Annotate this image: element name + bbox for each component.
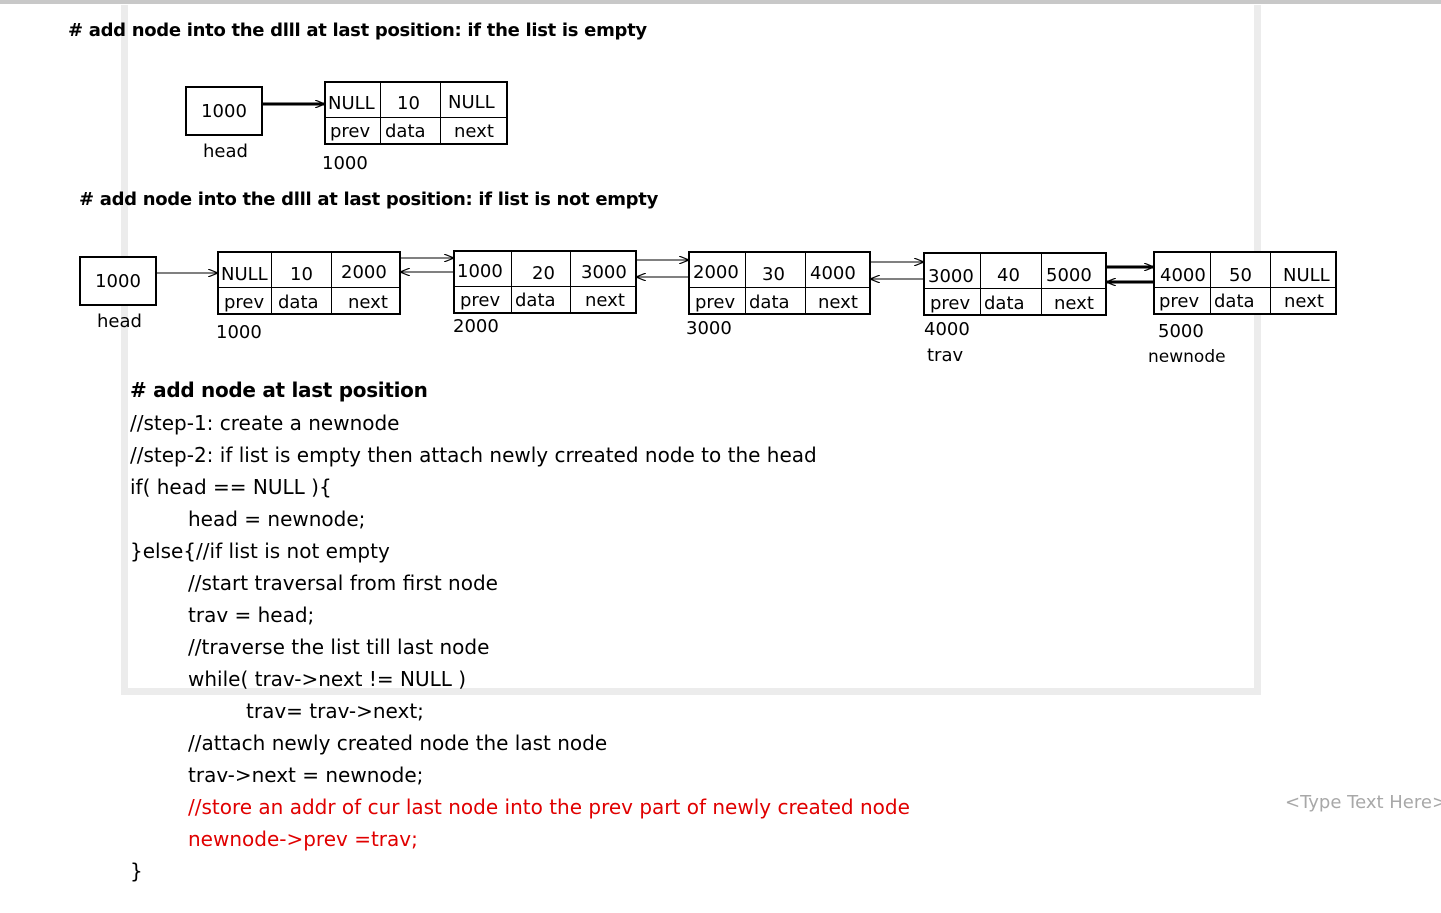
node-prev-value: 1000 [457, 261, 503, 282]
node-data-value: 10 [290, 264, 313, 285]
code-line: } [130, 859, 143, 883]
code-heading: # add node at last position [130, 378, 428, 402]
node-address: 1000 [322, 153, 368, 174]
node-data-value: 40 [997, 265, 1020, 286]
code-line: trav->next = newnode; [188, 763, 424, 787]
newnode-pointer-label: newnode [1148, 347, 1226, 367]
top-border [0, 0, 1441, 4]
head-pointer-box: 1000 [79, 256, 157, 306]
divider [455, 286, 635, 287]
node-data-label: data [278, 292, 319, 313]
node-prev-label: prev [1159, 291, 1200, 312]
head-value: 1000 [201, 100, 247, 122]
divider [219, 287, 399, 288]
list-node-5-newnode: 4000 50 NULL prev data next [1153, 251, 1337, 315]
code-line: //step-1: create a newnode [130, 411, 400, 435]
divider [1270, 253, 1271, 313]
code-line: //attach newly created node the last nod… [188, 731, 608, 755]
node-prev-label: prev [695, 292, 736, 313]
node-address: 1000 [216, 322, 262, 343]
divider [1155, 287, 1335, 288]
node-next-label: next [348, 292, 388, 313]
node-prev-label: prev [224, 292, 265, 313]
node-prev-value: 3000 [928, 266, 974, 287]
node-next-label: next [585, 290, 625, 311]
node-data-label: data [1214, 291, 1255, 312]
node-prev-label: prev [460, 290, 501, 311]
node-next-value: 2000 [341, 262, 387, 283]
node-next-value: 5000 [1046, 265, 1092, 286]
node-empty-case: NULL 10 NULL prev data next [324, 81, 508, 145]
code-line: //start traversal from first node [188, 571, 498, 595]
node-next-value: 4000 [810, 263, 856, 284]
node-next-label: next [1054, 293, 1094, 314]
divider [1041, 254, 1042, 314]
code-line: //traverse the list till last node [188, 635, 490, 659]
divider [925, 288, 1105, 289]
node-prev-value: NULL [328, 93, 375, 114]
list-node-2: 1000 20 3000 prev data next [453, 250, 637, 314]
code-line: //step-2: if list is empty then attach n… [130, 443, 817, 467]
list-node-3: 2000 30 4000 prev data next [688, 251, 871, 315]
list-node-1: NULL 10 2000 prev data next [217, 251, 401, 315]
slide-frame [121, 5, 1261, 695]
divider [440, 83, 441, 143]
code-line: if( head == NULL ){ [130, 475, 332, 499]
node-data-label: data [749, 292, 790, 313]
code-line-highlighted: //store an addr of cur last node into th… [188, 795, 910, 819]
heading-empty-list: # add node into the dlll at last positio… [68, 20, 647, 41]
divider [570, 252, 571, 312]
code-line: while( trav->next != NULL ) [188, 667, 467, 691]
trav-pointer-label: trav [927, 345, 964, 366]
divider [271, 253, 272, 313]
divider [511, 252, 512, 312]
node-next-label: next [1284, 291, 1324, 312]
node-data-value: 20 [532, 263, 555, 284]
node-data-label: data [515, 290, 556, 311]
node-next-value: 3000 [581, 262, 627, 283]
divider [380, 83, 381, 143]
node-address: 4000 [924, 319, 970, 340]
node-data-label: data [984, 293, 1025, 314]
node-address: 3000 [686, 318, 732, 339]
code-line: trav = head; [188, 603, 315, 627]
node-prev-value: NULL [221, 264, 268, 285]
divider [745, 253, 746, 313]
head-label: head [203, 141, 248, 162]
node-data-value: 10 [397, 93, 420, 114]
node-address: 5000 [1158, 321, 1204, 342]
node-next-label: next [454, 121, 494, 142]
node-next-value: NULL [1283, 265, 1330, 286]
heading-non-empty-list: # add node into the dlll at last positio… [79, 189, 659, 210]
list-node-4: 3000 40 5000 prev data next [923, 252, 1107, 316]
code-line: trav= trav->next; [246, 699, 424, 723]
divider [805, 253, 806, 313]
divider [331, 253, 332, 313]
node-data-value: 30 [762, 264, 785, 285]
text-placeholder[interactable]: <Type Text Here> [1285, 792, 1441, 813]
head-value: 1000 [95, 270, 141, 292]
node-next-value: NULL [448, 92, 495, 113]
divider [326, 117, 506, 118]
code-line: head = newnode; [188, 507, 366, 531]
code-line: }else{//if list is not empty [130, 539, 390, 563]
node-data-value: 50 [1229, 265, 1252, 286]
divider [980, 254, 981, 314]
node-prev-label: prev [930, 293, 971, 314]
node-prev-value: 2000 [693, 262, 739, 283]
node-prev-value: 4000 [1160, 265, 1206, 286]
code-line-highlighted: newnode->prev =trav; [188, 827, 418, 851]
head-label: head [97, 311, 142, 332]
divider [690, 287, 869, 288]
divider [1210, 253, 1211, 313]
node-next-label: next [818, 292, 858, 313]
node-address: 2000 [453, 316, 499, 337]
node-prev-label: prev [330, 121, 371, 142]
head-pointer-box: 1000 [185, 86, 263, 136]
node-data-label: data [385, 121, 426, 142]
